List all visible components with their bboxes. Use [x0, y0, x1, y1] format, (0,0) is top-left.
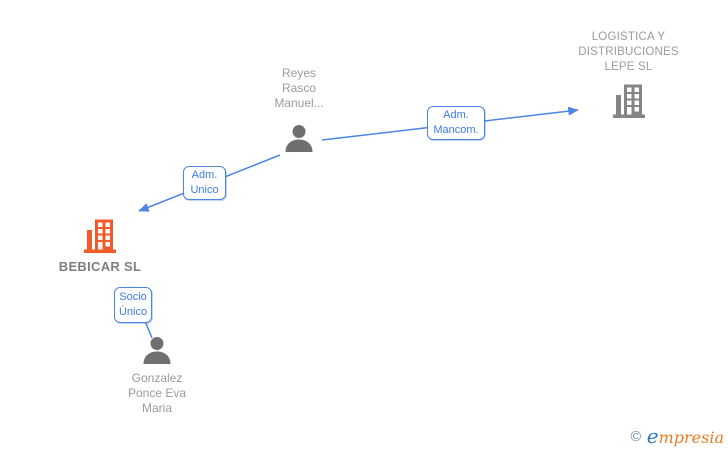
edge-label-adm-mancom[interactable]: Adm. Mancom.: [427, 106, 485, 140]
node-person-reyes-rasco[interactable]: Reyes Rasco Manuel...: [239, 66, 359, 152]
node-label-logistica-lepe: LOGISTICA Y DISTRIBUCIONES LEPE SL: [578, 31, 679, 73]
person-icon: [143, 337, 171, 364]
node-company-logistica-lepe[interactable]: LOGISTICA Y DISTRIBUCIONES LEPE SL: [556, 30, 701, 118]
person-icon: [285, 125, 313, 152]
edge-label-socio-unico[interactable]: Socio Único: [114, 287, 152, 323]
empresia-logo[interactable]: ©empresia: [629, 424, 724, 448]
node-label-gonzalez-ponce: Gonzalez Ponce Eva Maria: [127, 371, 187, 415]
building-icon-highlighted: [84, 219, 116, 253]
node-label-reyes-rasco: Reyes Rasco Manuel...: [274, 66, 324, 110]
edge-label-adm-unico[interactable]: Adm. Unico: [183, 166, 226, 200]
node-label-bebicar: BEBICAR SL: [58, 259, 142, 274]
brand-letter-e: e: [646, 424, 659, 448]
node-person-gonzalez-ponce[interactable]: Gonzalez Ponce Eva Maria: [97, 336, 217, 416]
brand-wordmark: mpresia: [658, 428, 724, 447]
node-company-bebicar[interactable]: BEBICAR SL: [40, 219, 160, 274]
copyright-icon: ©: [628, 429, 643, 445]
building-icon: [612, 84, 645, 118]
